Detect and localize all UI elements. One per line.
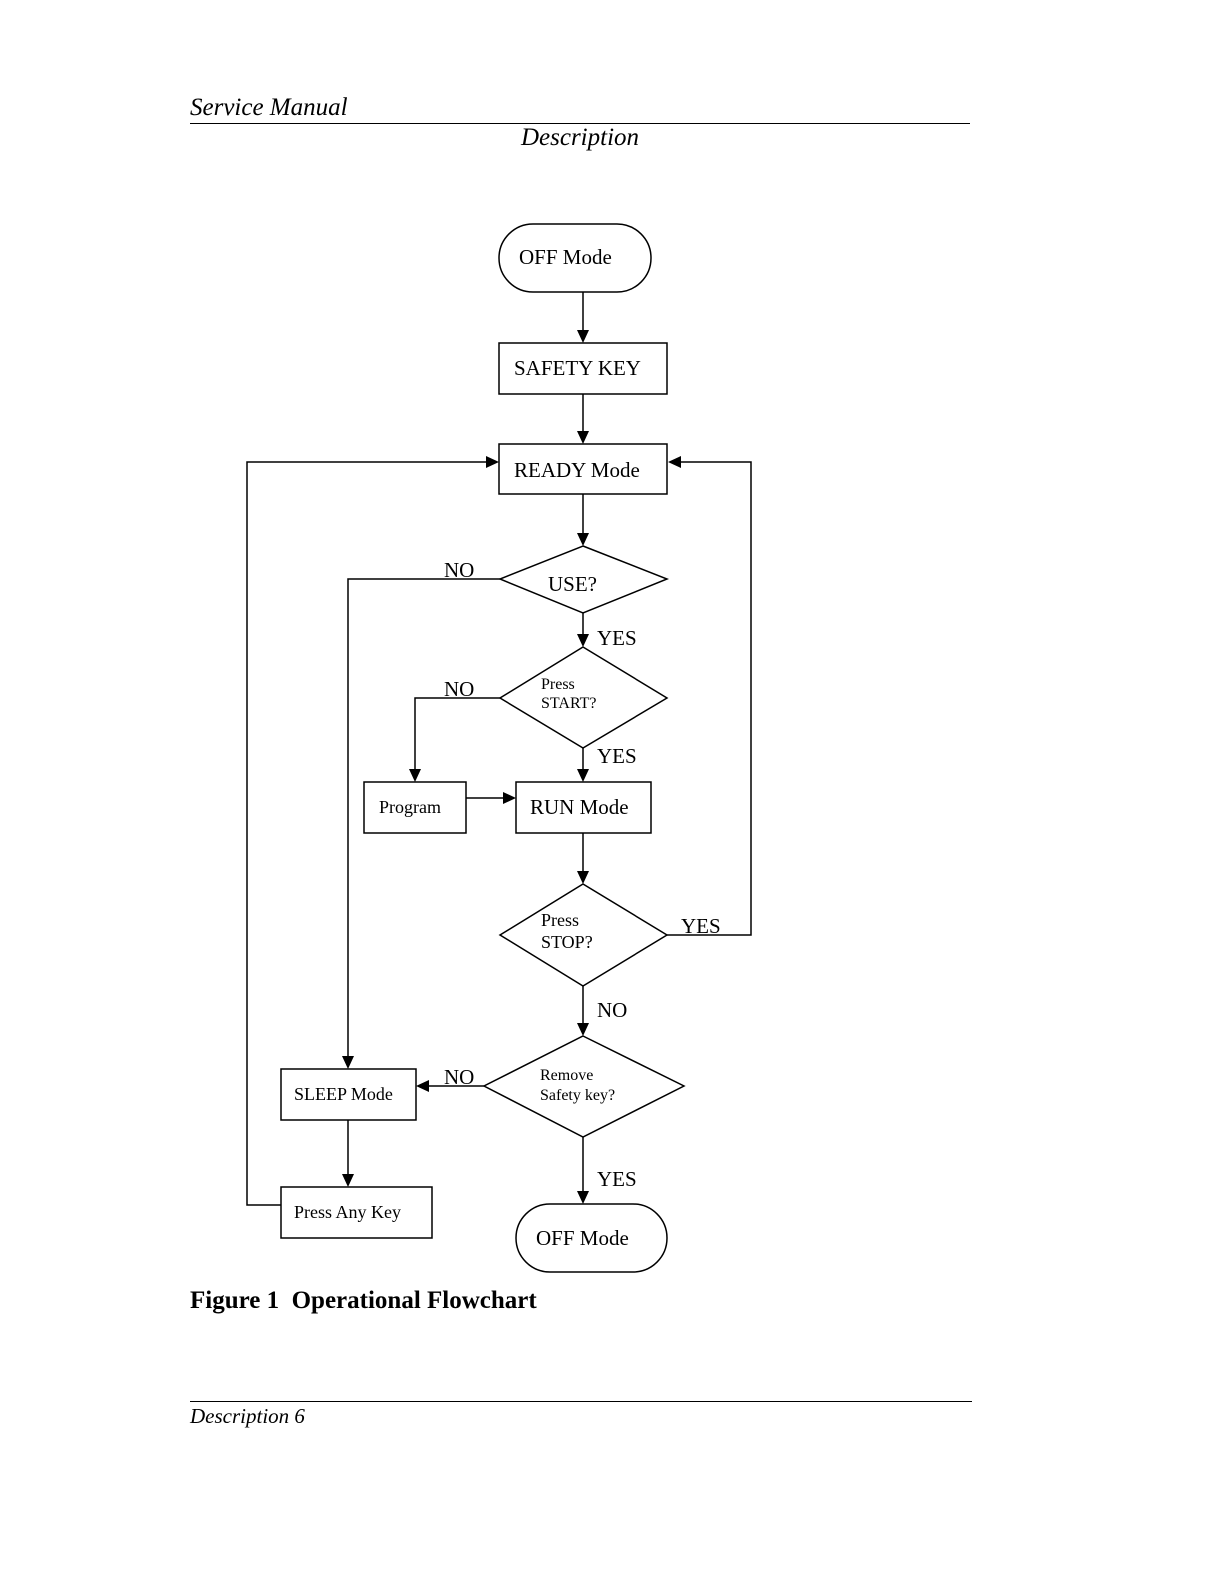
edge-stop-yes: [667, 462, 751, 935]
footer-rule: [190, 1401, 972, 1402]
footer-text: Description 6: [190, 1404, 305, 1429]
label-use-yes: YES: [597, 626, 637, 650]
arrowhead: [668, 456, 681, 468]
node-program-label: Program: [379, 797, 441, 817]
edge-start-no: [415, 698, 500, 769]
arrowhead: [577, 769, 589, 782]
node-remove-key-line2: Safety key?: [540, 1087, 615, 1104]
arrowhead: [486, 456, 499, 468]
label-remove-no: NO: [444, 1065, 474, 1089]
node-safety-key-label: SAFETY KEY: [514, 356, 641, 380]
arrowhead: [577, 871, 589, 884]
arrowhead: [416, 1080, 429, 1092]
figure-caption: Figure 1 Operational Flowchart: [190, 1287, 537, 1315]
node-press-any-key-label: Press Any Key: [294, 1202, 401, 1222]
arrowhead: [577, 533, 589, 546]
label-use-no: NO: [444, 558, 474, 582]
node-press-start-line2: START?: [541, 695, 597, 712]
arrowhead: [577, 634, 589, 647]
node-run-mode-label: RUN Mode: [530, 795, 629, 819]
arrowhead: [342, 1174, 354, 1187]
node-press-stop-line1: Press: [541, 910, 579, 930]
node-ready-mode-label: READY Mode: [514, 458, 640, 482]
label-start-no: NO: [444, 677, 474, 701]
arrowhead: [577, 1191, 589, 1204]
label-start-yes: YES: [597, 744, 637, 768]
arrowhead: [503, 792, 516, 804]
arrowhead: [577, 330, 589, 343]
arrowhead: [342, 1056, 354, 1069]
arrowhead: [409, 769, 421, 782]
node-off-mode-start-label: OFF Mode: [519, 245, 612, 269]
node-remove-key-line1: Remove: [540, 1067, 593, 1084]
node-sleep-mode-label: SLEEP Mode: [294, 1084, 393, 1104]
label-stop-no: NO: [597, 998, 627, 1022]
label-remove-yes: YES: [597, 1167, 637, 1191]
node-off-mode-end-label: OFF Mode: [536, 1226, 629, 1250]
arrowhead: [577, 1023, 589, 1036]
label-stop-yes: YES: [681, 914, 721, 938]
node-use-decision-label: USE?: [548, 572, 597, 596]
node-press-start-line1: Press: [541, 676, 575, 693]
arrowhead: [577, 431, 589, 444]
node-press-stop-line2: STOP?: [541, 932, 593, 952]
